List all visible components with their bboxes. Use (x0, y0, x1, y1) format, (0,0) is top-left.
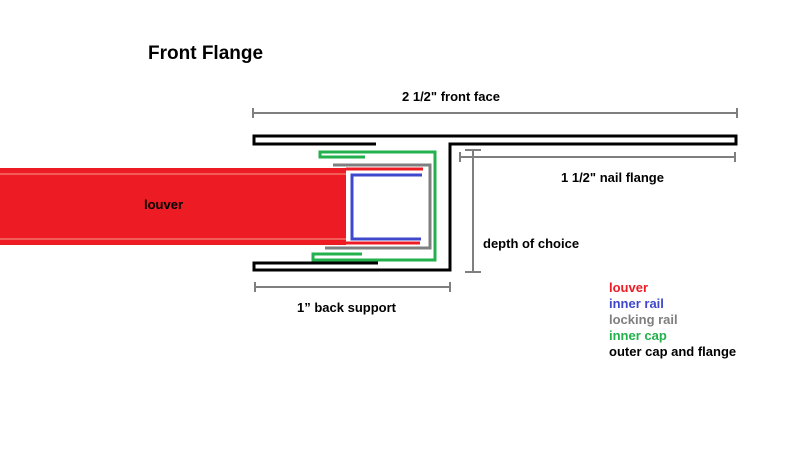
legend-inner-rail: inner rail (609, 296, 664, 311)
legend-louver: louver (609, 280, 649, 295)
legend-locking-rail: locking rail (609, 312, 678, 327)
inner-rail (350, 173, 422, 241)
nail-flange-dimension (459, 152, 736, 162)
inner-cap-top (311, 150, 437, 262)
legend-outer-cap: outer cap and flange (609, 344, 737, 359)
depth-dimension (465, 149, 481, 273)
louver-label: louver (144, 197, 184, 212)
louver-body (0, 168, 346, 245)
front-face-label: 2 1/2" front face (402, 89, 500, 104)
outer-cap-flange (252, 134, 738, 272)
legend: louver inner rail locking rail inner cap… (609, 280, 736, 360)
depth-label: depth of choice (483, 236, 580, 251)
diagram-title: Front Flange (148, 43, 264, 64)
back-support-label: 1” back support (297, 300, 396, 315)
front-face-dimension (252, 108, 738, 118)
back-support-dimension (254, 282, 451, 292)
legend-inner-cap: inner cap (609, 328, 667, 343)
locking-rail (325, 163, 432, 250)
nail-flange-label: 1 1/2" nail flange (561, 170, 664, 185)
